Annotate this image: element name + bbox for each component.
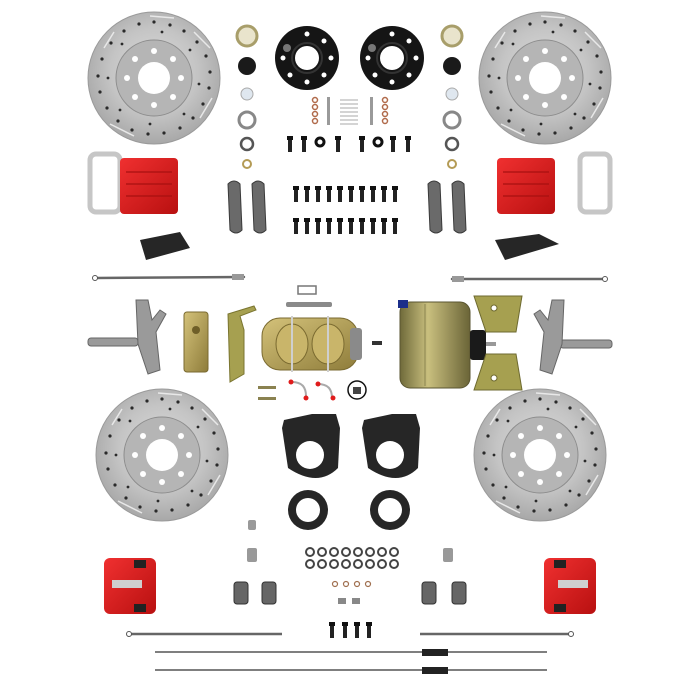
- washer-set: [305, 547, 399, 569]
- rear-tabs: [247, 520, 453, 562]
- master-cylinder: [261, 285, 382, 372]
- front-pads-right: [427, 180, 467, 234]
- brake-lines-small: [258, 379, 367, 401]
- hub-right: [359, 25, 425, 91]
- hub-left: [274, 25, 340, 91]
- bearing-stack-right: [440, 24, 464, 169]
- rear-pads-left: [233, 581, 277, 605]
- brake-hose-front-right: [450, 276, 608, 282]
- rear-caliper-left: [104, 558, 156, 614]
- parking-brake-cables: [155, 649, 547, 674]
- front-rotor-right: [478, 11, 612, 145]
- spindle-right: [533, 299, 613, 375]
- rear-caliper-right: [544, 558, 596, 614]
- brake-hose-front-left: [92, 274, 246, 281]
- rear-rotor-left: [95, 388, 229, 522]
- front-pads-left: [227, 180, 267, 234]
- rear-hose-left: [126, 631, 282, 637]
- hub-hardware: [287, 96, 411, 152]
- bolt-set: [293, 186, 398, 234]
- valve-bracket: [227, 305, 257, 383]
- proportioning-valve: [183, 311, 209, 373]
- rear-hose-right: [420, 631, 574, 637]
- booster-brackets: [473, 295, 523, 391]
- spindle-left: [87, 299, 167, 375]
- brake-booster: [398, 300, 496, 389]
- backing-plates: [282, 414, 420, 530]
- rear-rotor-right: [473, 388, 607, 522]
- rear-pads-right: [421, 581, 467, 605]
- front-caliper-left: [87, 151, 190, 260]
- rear-hardware: [329, 580, 372, 638]
- front-caliper-right: [495, 151, 613, 260]
- front-rotor-left: [87, 11, 221, 145]
- bearing-stack-left: [235, 24, 259, 169]
